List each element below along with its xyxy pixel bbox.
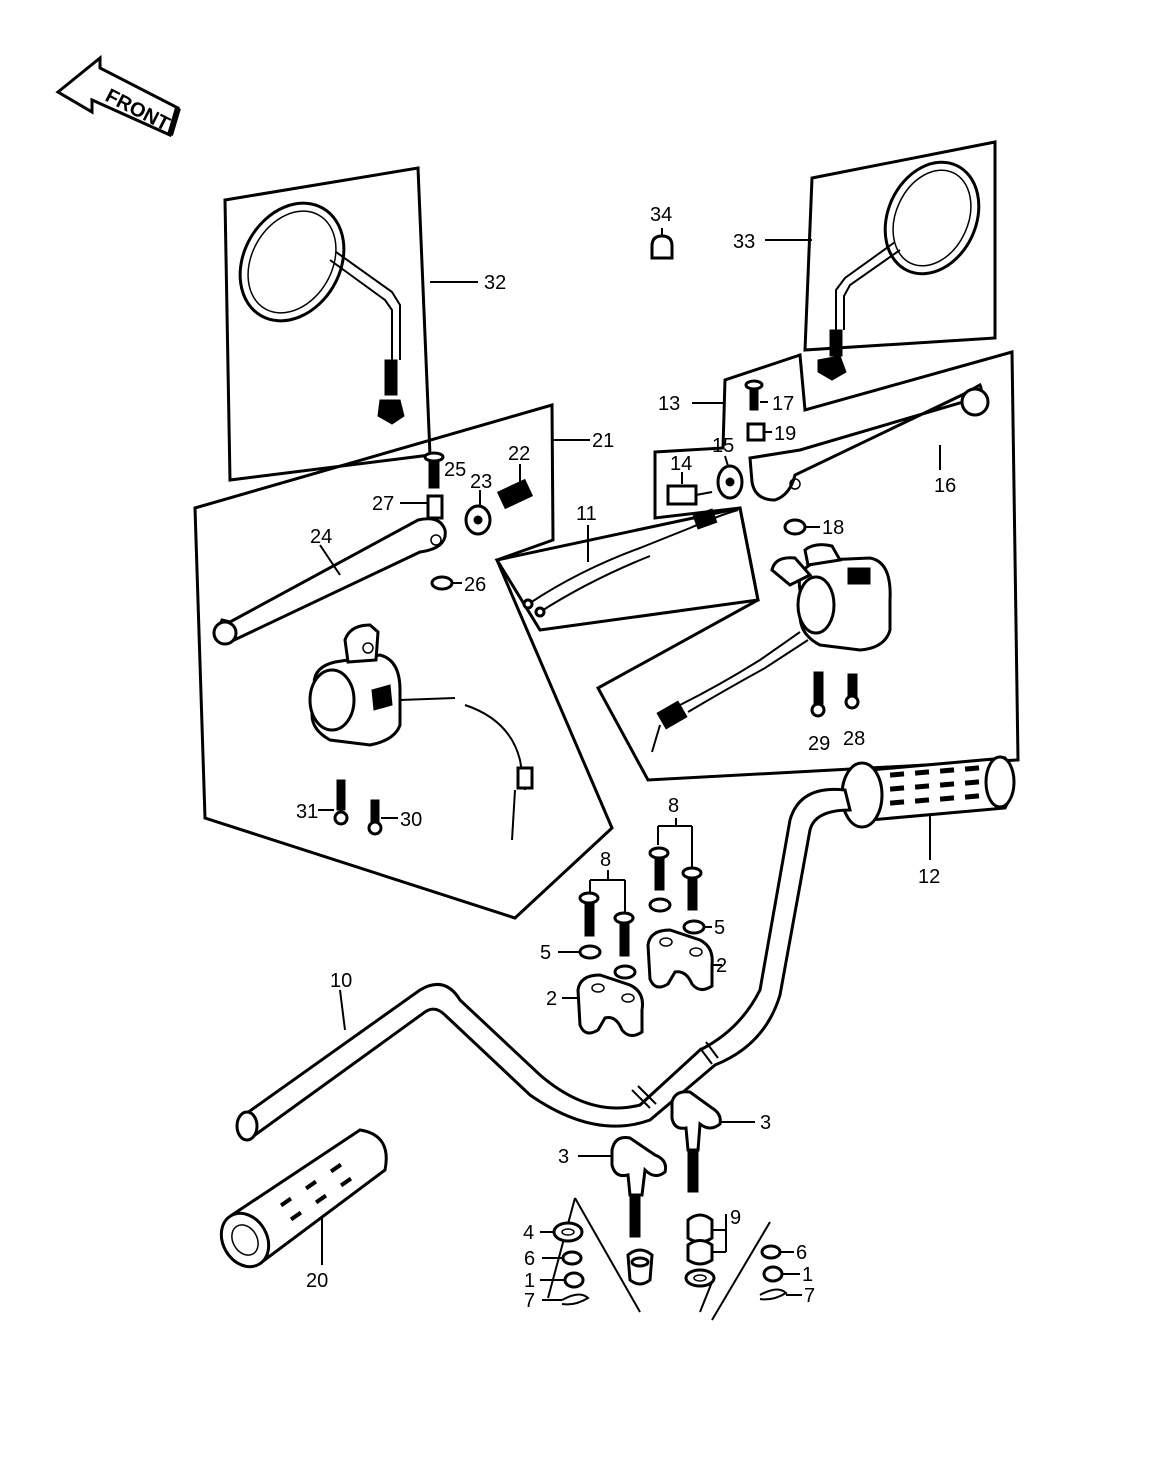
label-8a: 8 <box>600 849 611 871</box>
label-22: 22 <box>508 443 530 465</box>
label-2b: 2 <box>716 955 727 977</box>
label-5b: 5 <box>714 917 725 939</box>
label-28: 28 <box>843 728 865 750</box>
label-19: 19 <box>774 423 796 445</box>
label-24: 24 <box>310 526 332 548</box>
label-11: 11 <box>576 503 597 525</box>
label-7b: 7 <box>804 1285 815 1307</box>
right-grip-part-12 <box>840 755 1016 860</box>
right-mirror-group <box>765 140 997 381</box>
label-32: 32 <box>484 272 506 294</box>
label-3a: 3 <box>558 1146 569 1168</box>
label-5a: 5 <box>540 942 551 964</box>
label-34: 34 <box>650 204 672 226</box>
label-21: 21 <box>592 430 614 452</box>
label-26: 26 <box>464 574 486 596</box>
label-12: 12 <box>918 866 940 888</box>
label-30: 30 <box>400 809 422 831</box>
cap-part-34 <box>650 228 674 260</box>
label-7a: 7 <box>524 1290 535 1312</box>
label-1b: 1 <box>802 1264 813 1286</box>
label-27: 27 <box>372 493 394 515</box>
label-14: 14 <box>670 453 692 475</box>
label-13: 13 <box>658 393 680 415</box>
label-1a: 1 <box>524 1270 535 1292</box>
label-31: 31 <box>296 801 318 823</box>
left-switch-group <box>193 403 614 920</box>
label-29: 29 <box>808 733 830 755</box>
label-25: 25 <box>444 459 466 481</box>
label-15: 15 <box>712 435 734 457</box>
left-grip-part-20 <box>219 1128 388 1269</box>
right-switch-group <box>595 350 1020 782</box>
label-2a: 2 <box>546 988 557 1010</box>
left-mirror-group <box>223 166 478 482</box>
label-10: 10 <box>330 970 352 992</box>
label-23: 23 <box>470 471 492 493</box>
clamp-hardware <box>558 818 722 1037</box>
label-6a: 6 <box>524 1248 535 1270</box>
label-18: 18 <box>822 517 844 539</box>
front-arrow-icon: FRONT <box>55 54 181 138</box>
label-16: 16 <box>934 475 956 497</box>
label-17: 17 <box>772 393 794 415</box>
label-6b: 6 <box>796 1242 807 1264</box>
riser-hardware <box>540 1090 802 1321</box>
label-3b: 3 <box>760 1112 771 1134</box>
label-8b: 8 <box>668 795 679 817</box>
label-4: 4 <box>523 1222 534 1244</box>
handlebar-part-10 <box>235 787 852 1142</box>
label-33: 33 <box>733 231 755 253</box>
label-20: 20 <box>306 1270 328 1292</box>
label-9: 9 <box>730 1207 741 1229</box>
cable-group <box>494 506 760 632</box>
